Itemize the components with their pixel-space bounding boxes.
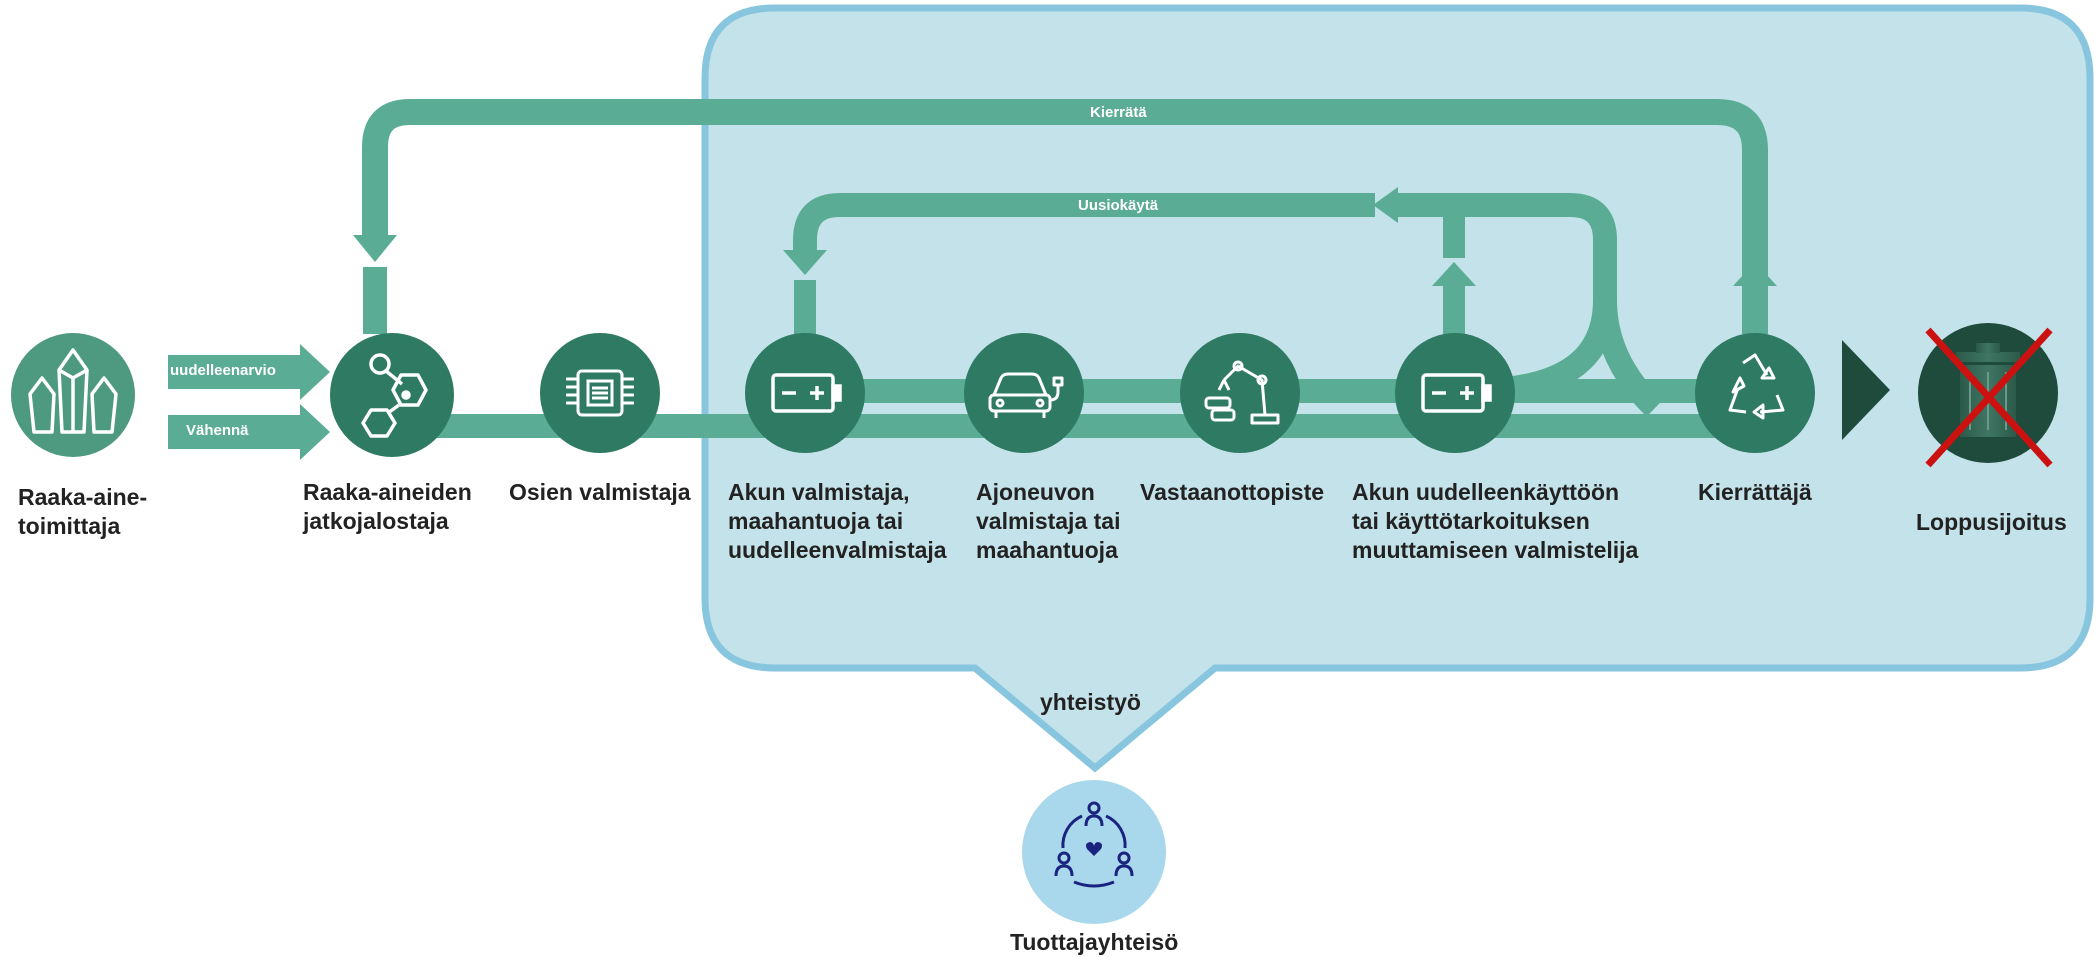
community-label: Tuottajayhteisö bbox=[1010, 929, 1179, 955]
node-raw-material-refiner bbox=[330, 333, 454, 457]
flow-label-reduce: Vähennä bbox=[186, 422, 249, 439]
reuse-loop bbox=[783, 187, 1664, 417]
chip-icon bbox=[566, 369, 634, 417]
electric-car-icon bbox=[988, 372, 1064, 418]
recycle-icon bbox=[1728, 353, 1785, 420]
label-collection-point: Vastaanottopiste bbox=[1140, 479, 1325, 505]
battery-icon bbox=[1421, 373, 1492, 413]
flow-label-reassess: uudelleenarvio bbox=[170, 362, 276, 379]
reassess-arrow bbox=[168, 344, 330, 400]
battery-icon bbox=[771, 373, 842, 413]
flow-label-reuse: Uusiokäytä bbox=[1078, 197, 1159, 214]
node-vehicle-manufacturer bbox=[964, 333, 1084, 453]
label-final-disposal: Loppusijoitus bbox=[1916, 509, 2067, 535]
node-reuse-preparer bbox=[1395, 333, 1515, 453]
disposal-arrow bbox=[1842, 340, 1890, 440]
node-recycler bbox=[1695, 333, 1815, 453]
community-icon bbox=[1054, 801, 1134, 888]
reduce-arrow bbox=[168, 404, 330, 460]
node-battery-manufacturer bbox=[745, 333, 865, 453]
node-collection-point bbox=[1180, 333, 1300, 453]
crystal-icon bbox=[28, 348, 118, 434]
label-component-manufacturer: Osien valmistaja bbox=[509, 479, 691, 505]
flow-label-recycle: Kierrätä bbox=[1090, 104, 1147, 121]
crossed-bin-icon bbox=[1925, 327, 2053, 468]
robot-arm-icon bbox=[1204, 360, 1280, 425]
label-raw-material-supplier: Raaka-aine-toimittaja bbox=[18, 484, 148, 539]
collaboration-label: yhteistyö bbox=[1040, 689, 1141, 715]
label-recycler: Kierrättäjä bbox=[1698, 479, 1812, 505]
recycle-loop bbox=[353, 99, 1777, 334]
molecule-icon bbox=[361, 353, 428, 438]
